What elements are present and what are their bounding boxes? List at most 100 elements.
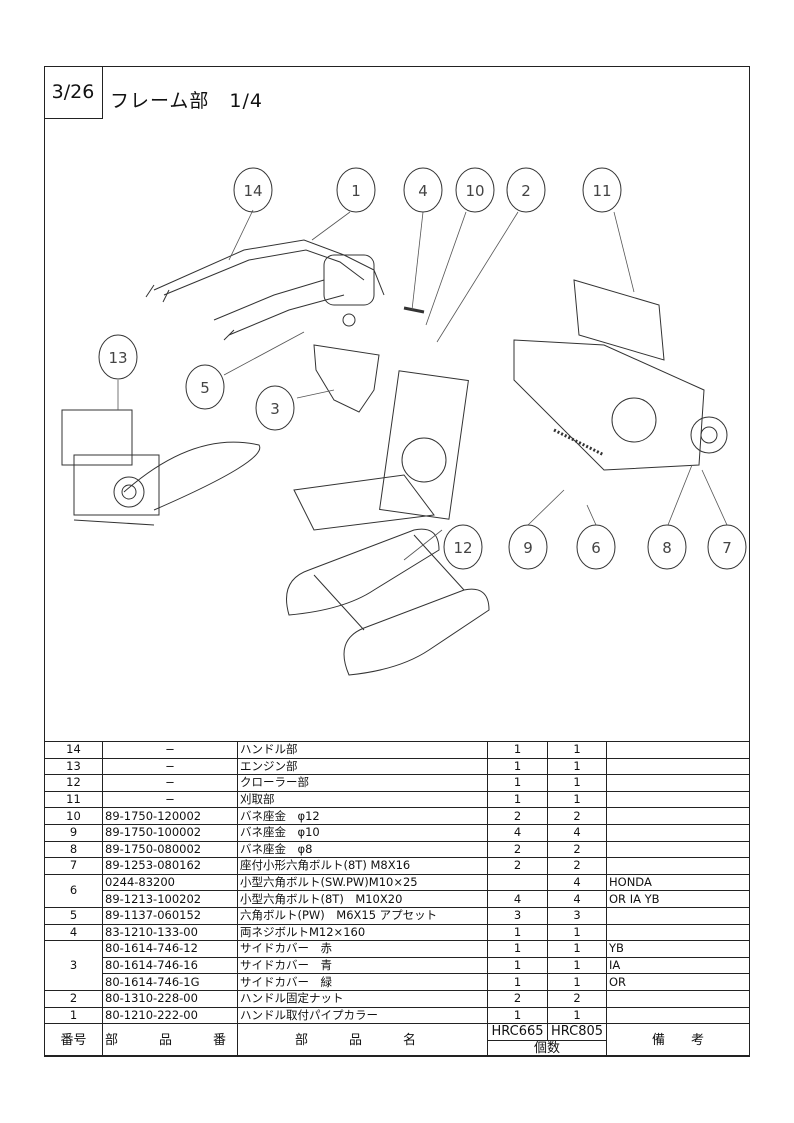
qty-hrc805: 2 [547,857,607,875]
header-remarks: 備 考 [606,1023,750,1058]
qty-hrc665: 2 [487,857,548,875]
part-name: 座付小形六角ボルト(8T) M8X16 [237,857,488,875]
callout-10 [455,167,495,213]
row-number: 9 [44,823,103,842]
row-number: 14 [44,741,103,759]
remarks [606,741,750,759]
exploded-parts-diagram: 14 1 4 10 2 11 13 5 3 12 9 6 8 7 [61,167,747,676]
page-number: 3/26 [44,66,103,119]
qty-hrc805: 1 [547,741,607,759]
table-header-row-2: 個数 [45,1039,750,1058]
callout-9 [508,524,548,570]
callout-label: 3 [270,400,280,418]
qty-hrc665: 1 [487,956,548,975]
header-model-hrc665: HRC665 [487,1023,548,1041]
table-header-row: 番号 部 品 番 号 部 品 名 HRC665 HRC805 備 考 [44,1023,750,1058]
qty-hrc805: 3 [547,906,607,925]
part-name: バネ座金 φ10 [237,823,488,842]
part-number: 80-1614-746-12 [102,940,238,958]
remarks [606,807,750,825]
qty-hrc805: 1 [547,1006,607,1025]
part-number: 89-1750-120002 [102,807,238,825]
callout-label: 13 [108,349,127,367]
qty-hrc805: 4 [547,823,607,842]
callout-label: 1 [351,182,361,200]
remarks [606,840,750,859]
qty-hrc665: 1 [487,741,548,759]
remarks [606,823,750,842]
qty-hrc665: 1 [487,774,548,792]
mower-unit-drawing [513,279,728,471]
header-qty: 個数 [487,1039,607,1058]
header-part-name: 部 品 名 [237,1023,488,1058]
callout-14 [233,167,273,213]
header-model-hrc805: HRC805 [547,1023,607,1041]
transmission-frame-drawing [293,370,469,531]
remarks: HONDA [606,873,750,892]
qty-hrc805: 1 [547,757,607,776]
qty-hrc665: 1 [487,757,548,776]
qty-hrc805: 1 [547,790,607,809]
row-number: 6 [44,873,103,908]
row-number: 13 [44,757,103,776]
row-number: 12 [44,774,103,792]
part-number: − [102,774,238,792]
part-name: サイドカバー 緑 [237,973,488,991]
row-number: 7 [44,857,103,875]
row-number: 3 [44,940,103,991]
qty-hrc805: 4 [547,873,607,892]
part-name: 六角ボルト(PW) M6X15 アプセット [237,906,488,925]
remarks [606,923,750,942]
callout-7 [707,524,747,570]
part-name: ハンドル固定ナット [237,989,488,1008]
remarks [606,906,750,925]
callout-6 [576,524,616,570]
qty-hrc805: 2 [547,807,607,825]
qty-hrc665: 1 [487,940,548,958]
part-name: バネ座金 φ8 [237,840,488,859]
part-number: 83-1210-133-00 [102,923,238,942]
callout-label: 4 [418,182,428,200]
part-name: サイドカバー 赤 [237,940,488,958]
callout-11 [582,167,622,213]
part-name: 刈取部 [237,790,488,809]
qty-hrc805: 1 [547,923,607,942]
remarks [606,1006,750,1025]
part-number: 0244-83200 [102,873,238,892]
part-name: ハンドル部 [237,741,488,759]
callout-8 [647,524,687,570]
qty-hrc665: 2 [487,807,548,825]
part-name: 小型六角ボルト(8T) M10X20 [237,890,488,908]
qty-hrc665: 4 [487,890,548,908]
row-number: 5 [44,906,103,925]
part-name: エンジン部 [237,757,488,776]
qty-hrc665 [487,873,548,892]
callout-2 [506,167,546,213]
qty-hrc665: 1 [487,973,548,991]
remarks: OR IA YB [606,890,750,908]
part-name: クローラー部 [237,774,488,792]
header-part-no: 部 品 番 号 [102,1023,238,1058]
callout-label: 12 [453,539,472,557]
part-number: 89-1213-100202 [102,890,238,908]
part-number: − [102,757,238,776]
row-number: 2 [44,989,103,1008]
row-number: 8 [44,840,103,859]
callout-label: 11 [592,182,611,200]
header-no: 番号 [44,1023,103,1058]
callout-label: 10 [465,182,484,200]
qty-hrc805: 2 [547,840,607,859]
